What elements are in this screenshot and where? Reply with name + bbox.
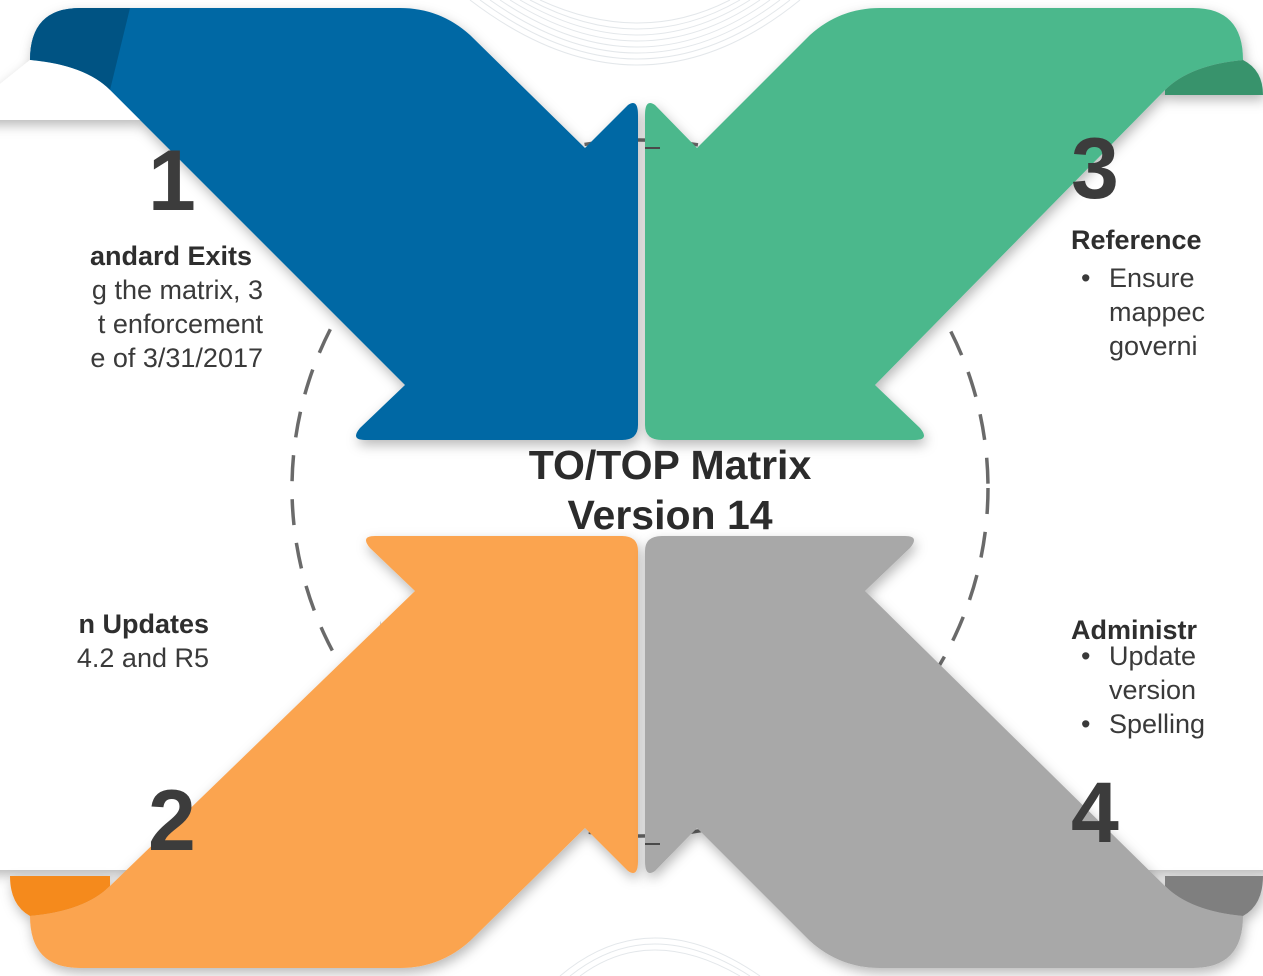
quadrant-4-bullet-1-line-1: Update [1109, 641, 1197, 671]
quadrant-4-bullets: Update version Spelling [1071, 640, 1205, 741]
quadrant-2-line-1: 4.2 and R5 [76, 643, 209, 673]
quadrant-2-heading: n Updates [78, 609, 209, 639]
gray-arrow [645, 536, 1263, 968]
connector-ticks [645, 147, 660, 845]
quadrant-1-line-3: e of 3/31/2017 [90, 342, 263, 373]
quadrant-4-number: 4 [1071, 765, 1119, 861]
center-title-line-2: Version 14 [567, 492, 773, 539]
dashed-center-ring [290, 138, 990, 838]
quadrant-4-bullet-1: Update version [1071, 640, 1205, 708]
quadrant-1-text: g the matrix, 3 t enforcement e of 3/31/… [90, 274, 263, 375]
quadrant-1-heading: andard Exits [89, 241, 252, 271]
green-arrow [645, 8, 1263, 440]
quadrant-3-heading: Reference [1071, 225, 1202, 255]
quadrant-1-line-1: g the matrix, 3 [91, 275, 263, 305]
background-swirl-lines [469, 0, 801, 976]
quadrant-4-bullet-2-line-1: Spelling [1109, 708, 1206, 739]
quadrant-3-bullets: Ensure mappec governi [1071, 262, 1205, 363]
quadrant-3-bullet-1-line-3: governi [1109, 330, 1198, 361]
orange-arrow [10, 536, 638, 968]
quadrant-1-number: 1 [148, 133, 196, 229]
blue-arrow [0, 8, 638, 440]
quadrant-1-line-2: t enforcement [97, 308, 263, 339]
center-title-line-1: TO/TOP Matrix [528, 442, 812, 488]
quadrant-4-bullet-2: Spelling [1071, 708, 1205, 742]
quadrant-3-bullet-1: Ensure mappec governi [1071, 262, 1205, 363]
quadrant-3-bullet-1-line-1: Ensure [1109, 263, 1195, 293]
center-title: TO/TOP Matrix Version 14 [340, 440, 1000, 540]
quadrant-3-bullet-1-line-2: mappec [1109, 296, 1206, 327]
quadrant-3-number: 3 [1071, 121, 1119, 217]
quadrant-4-bullet-1-line-2: version [1109, 674, 1197, 705]
quadrant-2-number: 2 [148, 773, 196, 869]
panel-left [0, 95, 380, 870]
